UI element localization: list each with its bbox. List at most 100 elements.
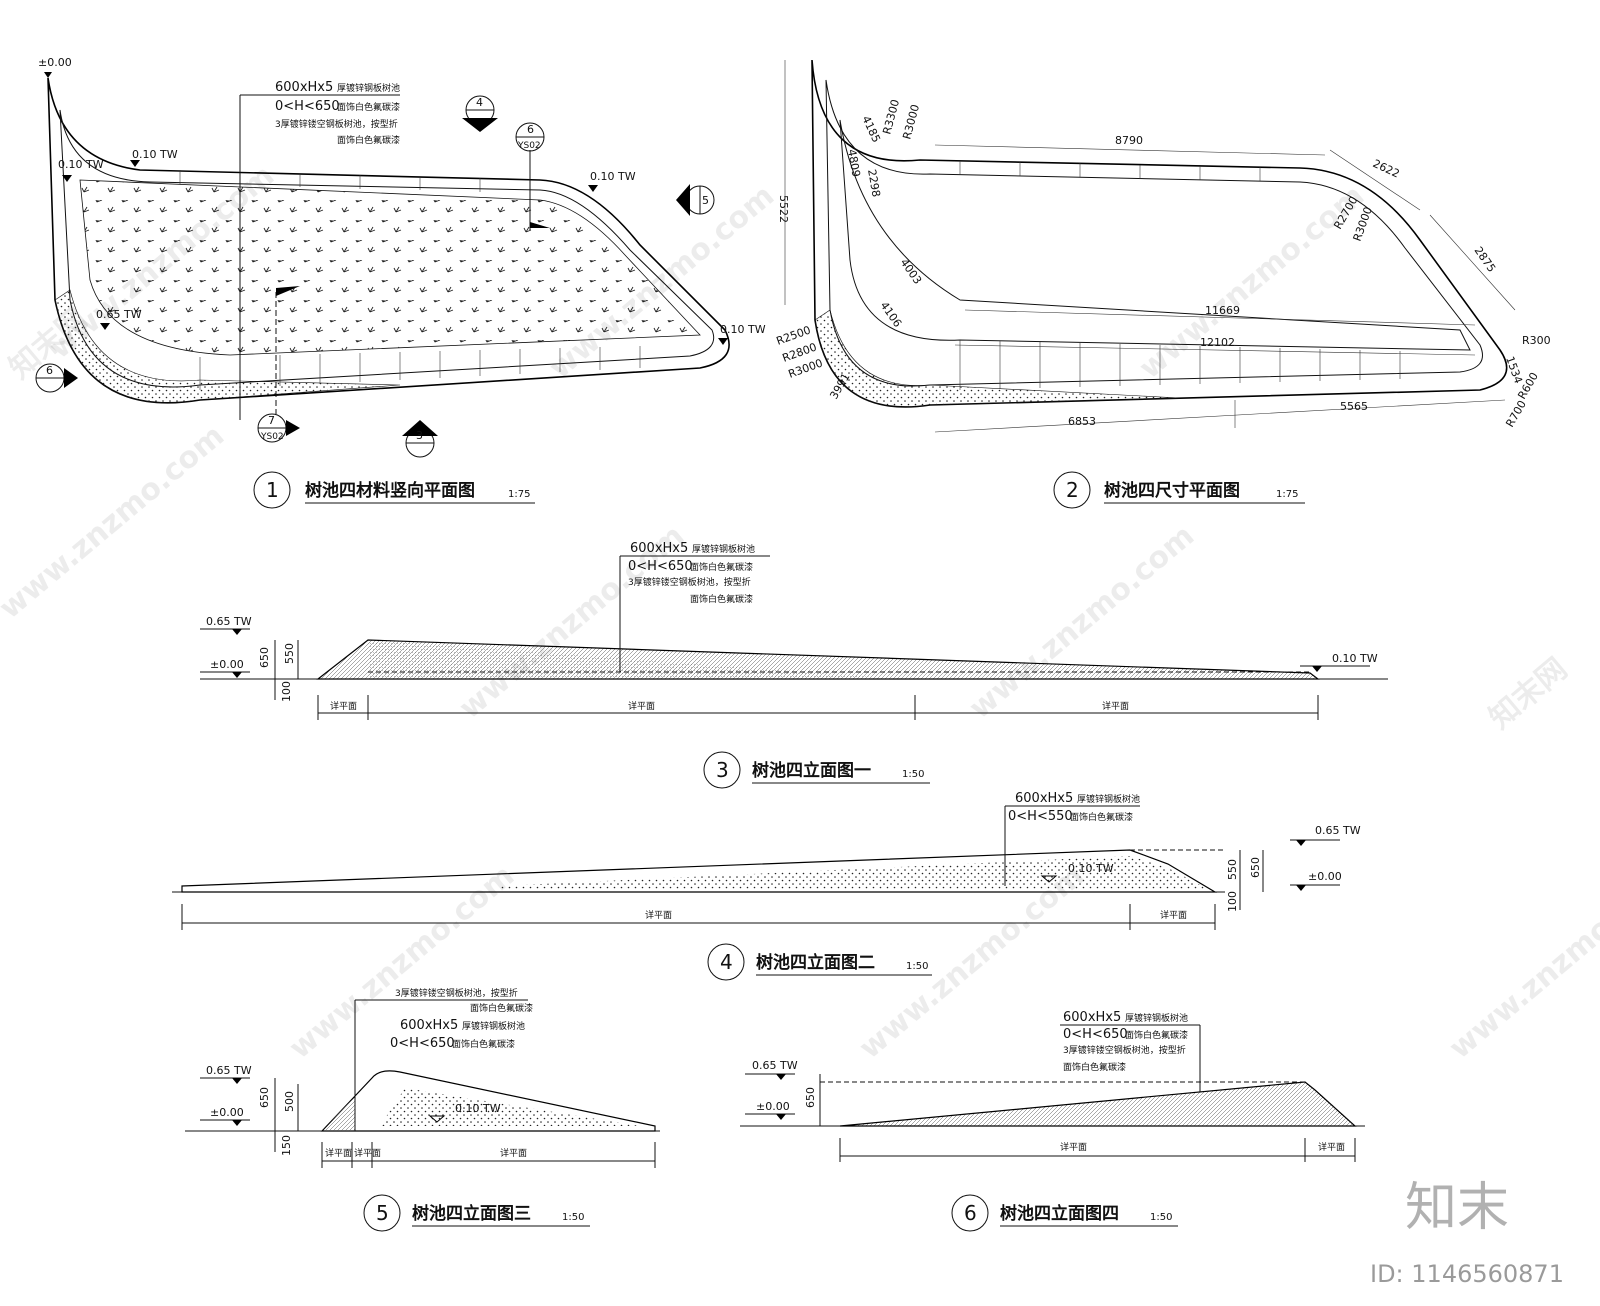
dim-2875: 2875 <box>1472 244 1499 274</box>
section-marker-4: 4 <box>462 95 498 132</box>
title-2-scale: 1:75 <box>1276 489 1298 500</box>
section-marker-5: 5 <box>676 184 715 216</box>
title-1: 1 树池四材料竖向平面图 1:75 <box>253 471 535 509</box>
svg-text:550: 550 <box>1226 859 1239 880</box>
title-1-name: 树池四材料竖向平面图 <box>305 480 475 501</box>
plan1-note-finish2: 面饰白色氟碳漆 <box>337 134 400 146</box>
brand-id: ID: 1146560871 <box>1370 1260 1564 1288</box>
elev2-note-plate: 600xHx5 <box>1015 791 1073 806</box>
section-marker-6-ys02: 6 YS02 <box>515 122 550 230</box>
svg-text:3: 3 <box>416 429 423 442</box>
plan1-note-finish: 面饰白色氟碳漆 <box>337 101 400 113</box>
svg-text:详平面: 详平面 <box>354 1147 381 1159</box>
dim-6853: 6853 <box>1068 415 1096 428</box>
svg-text:650: 650 <box>1249 857 1262 878</box>
plan1-level-tw010-a: 0.10 TW <box>58 158 104 171</box>
plan1-note-plate-cn: 厚镀锌钢板树池 <box>337 82 400 94</box>
plan1-level-zero: ±0.00 <box>38 56 72 69</box>
svg-text:详平面: 详平面 <box>330 700 357 712</box>
svg-text:www.znzmo.com: www.znzmo.com <box>0 418 231 626</box>
elev6-level-065: 0.65 TW <box>752 1059 798 1072</box>
svg-text:YS02: YS02 <box>260 432 284 442</box>
elev3-level-010: 0.10 TW <box>455 1102 501 1115</box>
elev1-level-010: 0.10 TW <box>1332 652 1378 665</box>
elevation-3-drawing: 3厚镀锌镂空钢板树池，按型折 面饰白色氟碳漆 600xHx5 厚镀锌钢板树池 0… <box>185 987 660 1168</box>
elev6-note-plate: 600xHx5 <box>1063 1010 1121 1025</box>
elev1-note-range: 0<H<650 <box>628 559 693 574</box>
elev6-note-range: 0<H<650 <box>1063 1027 1128 1042</box>
svg-text:厚镀锌钢板树池: 厚镀锌钢板树池 <box>1077 793 1140 805</box>
elev2-level-065: 0.65 TW <box>1315 824 1361 837</box>
svg-text:厚镀锌钢板树池: 厚镀锌钢板树池 <box>462 1020 525 1032</box>
svg-text:150: 150 <box>280 1135 293 1156</box>
svg-text:面饰白色氟碳漆: 面饰白色氟碳漆 <box>1063 1061 1126 1073</box>
plan1-level-tw065: 0.65 TW <box>96 308 142 321</box>
svg-text:YS02: YS02 <box>517 141 541 151</box>
plan2-plate-joints <box>959 161 1401 390</box>
plan-material-drawing: 600xHx5 厚镀锌钢板树池 0<H<650 面饰白色氟碳漆 3厚镀锌镂空钢板… <box>35 56 766 458</box>
dim-2298: 2298 <box>865 168 883 198</box>
svg-text:www.znzmo.com: www.znzmo.com <box>283 858 521 1066</box>
title-5: 5 树池四立面图三 1:50 <box>363 1194 590 1232</box>
svg-text:面饰白色氟碳漆: 面饰白色氟碳漆 <box>1070 811 1133 823</box>
title-5-scale: 1:50 <box>562 1212 584 1223</box>
svg-text:www.znzmo.com: www.znzmo.com <box>1443 858 1600 1066</box>
svg-text:6: 6 <box>964 1201 977 1225</box>
svg-text:www.znzmo.com: www.znzmo.com <box>1133 178 1371 386</box>
svg-text:面饰白色氟碳漆: 面饰白色氟碳漆 <box>470 1002 533 1014</box>
svg-text:面饰白色氟碳漆: 面饰白色氟碳漆 <box>690 561 753 573</box>
elev2-level-zero: ±0.00 <box>1308 870 1342 883</box>
svg-text:500: 500 <box>283 1091 296 1112</box>
elevation-2-drawing: 600xHx5 厚镀锌钢板树池 0<H<550 面饰白色氟碳漆 0.10 TW … <box>172 791 1361 930</box>
svg-text:详平面: 详平面 <box>1060 1141 1087 1153</box>
svg-text:www.znzmo.com: www.znzmo.com <box>963 518 1201 726</box>
dim-12102: 12102 <box>1200 336 1235 349</box>
title-6-scale: 1:50 <box>1150 1212 1172 1223</box>
svg-text:详平面: 详平面 <box>1318 1141 1345 1153</box>
svg-text:650: 650 <box>258 1087 271 1108</box>
svg-text:3: 3 <box>716 758 729 782</box>
elev1-level-065: 0.65 TW <box>206 615 252 628</box>
elev3-note-perforated: 3厚镀锌镂空钢板树池，按型折 <box>395 987 518 999</box>
elev6-note-perforated: 3厚镀锌镂空钢板树池，按型折 <box>1063 1044 1186 1056</box>
svg-text:详平面: 详平面 <box>628 700 655 712</box>
svg-text:面饰白色氟碳漆: 面饰白色氟碳漆 <box>690 593 753 605</box>
section-marker-3: 3 <box>402 420 438 458</box>
elev2-body <box>181 849 1218 893</box>
svg-text:详平面: 详平面 <box>500 1147 527 1159</box>
title-4: 4 树池四立面图二 1:50 <box>707 943 932 981</box>
plan1-level-tw010-b: 0.10 TW <box>132 148 178 161</box>
svg-text:厚镀锌钢板树池: 厚镀锌钢板树池 <box>692 543 755 555</box>
svg-text:7: 7 <box>268 414 275 427</box>
elev3-note-plate: 600xHx5 <box>400 1018 458 1033</box>
dim-4809: 4809 <box>845 148 863 178</box>
title-2-name: 树池四尺寸平面图 <box>1104 480 1240 501</box>
svg-text:1: 1 <box>266 478 279 502</box>
svg-text:详平面: 详平面 <box>1160 909 1187 921</box>
svg-text:650: 650 <box>804 1087 817 1108</box>
plan1-note-perforated: 3厚镀锌镂空钢板树池，按型折 <box>275 118 398 130</box>
title-3-name: 树池四立面图一 <box>752 760 871 781</box>
svg-text:详平面: 详平面 <box>645 909 672 921</box>
title-3-scale: 1:50 <box>902 769 924 780</box>
plan1-level-tw010-d: 0.10 TW <box>720 323 766 336</box>
plan2-gravel <box>814 309 1181 408</box>
section-marker-7-ys02: 7 YS02 <box>257 286 300 443</box>
dim-4106: 4106 <box>878 299 905 329</box>
dim-11669: 11669 <box>1205 304 1240 317</box>
plan1-gravel-band <box>54 289 401 404</box>
elevation-1-drawing: 600xHx5 厚镀锌钢板树池 0<H<650 面饰白色氟碳漆 3厚镀锌镂空钢板… <box>200 541 1388 720</box>
elev3-level-065: 0.65 TW <box>206 1064 252 1077</box>
elev3-note-range: 0<H<650 <box>390 1036 455 1051</box>
plan2-inner2 <box>839 119 1471 351</box>
svg-text:100: 100 <box>280 681 293 702</box>
elev1-note-perforated: 3厚镀锌镂空钢板树池，按型折 <box>628 576 751 588</box>
svg-text:详平面: 详平面 <box>1102 700 1129 712</box>
elev6-level-zero: ±0.00 <box>756 1100 790 1113</box>
radius-r300: R300 <box>1522 334 1551 347</box>
title-6-name: 树池四立面图四 <box>1000 1203 1119 1224</box>
radius-r3300: R3300 <box>880 98 902 136</box>
plan1-note-range: 0<H<650 <box>275 99 340 114</box>
plan1-note-plate: 600xHx5 <box>275 80 333 95</box>
